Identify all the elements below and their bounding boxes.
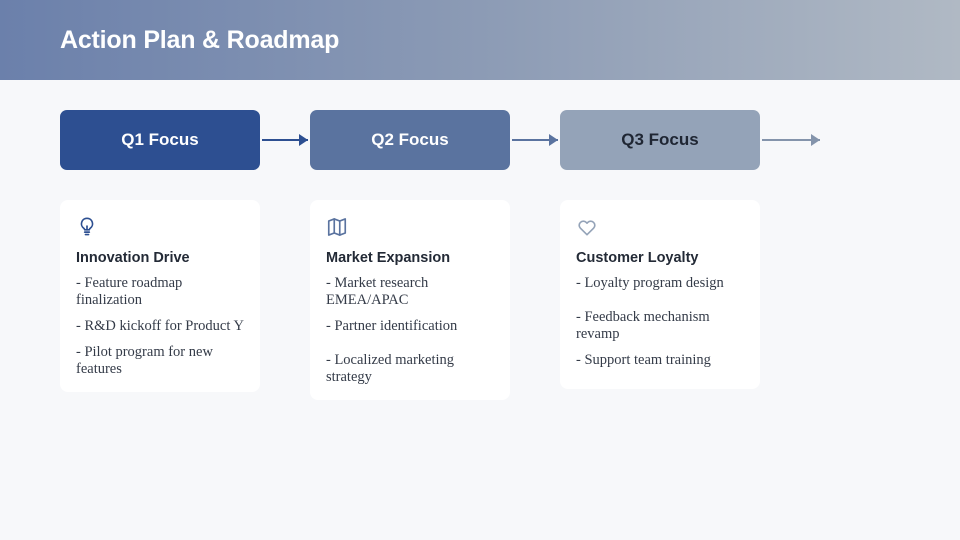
stage-label-q1: Q1 Focus bbox=[121, 130, 199, 149]
list-item: - Feedback mechanism revamp bbox=[576, 309, 710, 342]
card-item-list: - Loyalty program design - Feedback mech… bbox=[576, 275, 744, 369]
page-title: Action Plan & Roadmap bbox=[60, 25, 340, 54]
stage-box-q1[interactable]: Q1 Focus bbox=[60, 110, 260, 170]
list-item: - Support team training bbox=[576, 352, 711, 368]
stage-connector-arrow-3 bbox=[762, 134, 820, 146]
stage-label-q2: Q2 Focus bbox=[371, 130, 449, 149]
focus-card-market-expansion[interactable]: Market Expansion - Market research EMEA/… bbox=[310, 200, 510, 400]
arrow-head-icon bbox=[811, 134, 820, 146]
heart-icon bbox=[578, 220, 596, 236]
stage-label-q3: Q3 Focus bbox=[621, 130, 699, 149]
stage-connector-arrow-1 bbox=[262, 134, 308, 146]
card-title: Market Expansion bbox=[326, 250, 451, 266]
list-item: - Localized marketing strategy bbox=[326, 352, 455, 385]
stage-box-q2[interactable]: Q2 Focus bbox=[310, 110, 510, 170]
arrow-head-icon bbox=[299, 134, 308, 146]
focus-card-innovation-drive[interactable]: Innovation Drive - Feature roadmap final… bbox=[60, 200, 260, 392]
list-item: - Partner identification bbox=[326, 318, 458, 334]
roadmap-stage-row: Q1 Focus Q2 Focus Q3 Focus bbox=[60, 110, 900, 170]
list-item: - Loyalty program design bbox=[576, 275, 724, 291]
card-title: Innovation Drive bbox=[76, 250, 190, 266]
page-header: Action Plan & Roadmap bbox=[0, 0, 960, 80]
lightbulb-icon bbox=[80, 217, 94, 236]
connector-line bbox=[512, 139, 558, 141]
list-item: - Feature roadmap finalization bbox=[76, 275, 183, 308]
card-item-list: - Market research EMEA/APAC - Partner id… bbox=[326, 275, 494, 386]
list-item: - R&D kickoff for Product Y bbox=[76, 318, 244, 334]
connector-line bbox=[262, 139, 308, 141]
map-icon bbox=[327, 218, 347, 236]
card-item-list: - Feature roadmap finalization - R&D kic… bbox=[76, 275, 244, 378]
connector-line bbox=[762, 139, 820, 141]
stage-connector-arrow-2 bbox=[512, 134, 558, 146]
stage-box-q3[interactable]: Q3 Focus bbox=[560, 110, 760, 170]
list-item: - Market research EMEA/APAC bbox=[326, 275, 429, 308]
arrow-head-icon bbox=[549, 134, 558, 146]
card-title: Customer Loyalty bbox=[576, 250, 699, 266]
focus-card-customer-loyalty[interactable]: Customer Loyalty - Loyalty program desig… bbox=[560, 200, 760, 389]
list-item: - Pilot program for new features bbox=[76, 344, 213, 377]
